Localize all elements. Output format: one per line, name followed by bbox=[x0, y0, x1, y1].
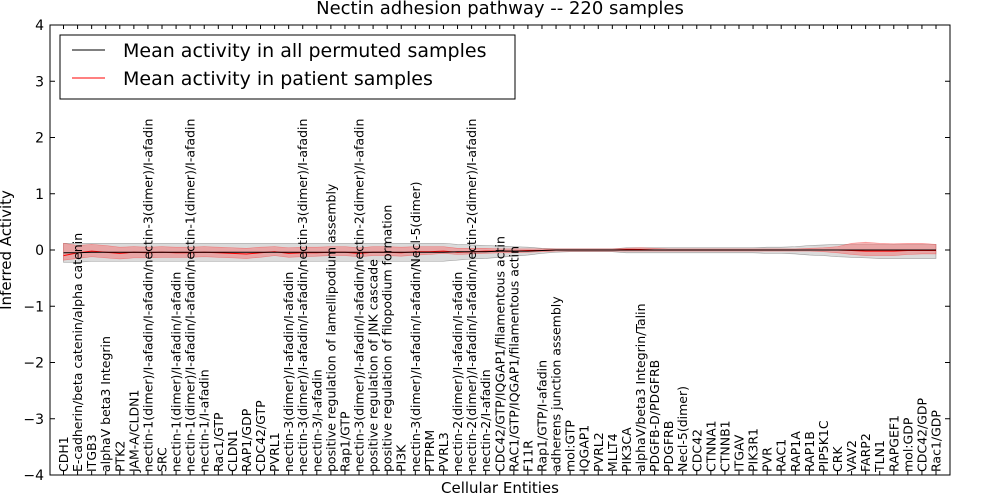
x-tick-label: nectin-3(dimer)/I-afadin/I-afadin/Necl-5… bbox=[408, 181, 423, 472]
chart-title: Nectin adhesion pathway -- 220 samples bbox=[316, 0, 684, 19]
y-tick-label: −3 bbox=[23, 412, 44, 428]
x-tick-label: nectin-1(dimer)/I-afadin/I-afadin/nectin… bbox=[183, 119, 198, 472]
x-tick-label: E-cadherin/beta catenin/alpha catenin bbox=[70, 233, 85, 472]
x-tick-label: PVR bbox=[760, 447, 775, 472]
legend-label-permuted: Mean activity in all permuted samples bbox=[123, 40, 486, 62]
x-tick-label: mol:GDP bbox=[900, 417, 915, 472]
x-tick-label: nectin-2/I-afadin bbox=[478, 369, 493, 472]
x-tick-label: nectin-1(dimer)/I-afadin/I-afadin bbox=[169, 272, 184, 472]
y-tick-label: 2 bbox=[35, 131, 44, 147]
x-tick-label: nectin-2(dimer)/I-afadin/I-afadin bbox=[450, 272, 465, 472]
x-tick-label: ITGAV bbox=[731, 434, 746, 472]
x-tick-label: Rac1/GDP bbox=[929, 410, 944, 472]
x-tick-label: CTNNB1 bbox=[717, 420, 732, 472]
x-tick-label: nectin-1(dimer)/I-afadin/I-afadin/nectin… bbox=[140, 119, 155, 472]
x-tick-label: PVRL2 bbox=[591, 432, 606, 472]
x-tick-label: ITGB3 bbox=[84, 434, 99, 472]
x-tick-label: CDC42 bbox=[689, 429, 704, 472]
x-tick-label: CDH1 bbox=[56, 436, 71, 472]
x-tick-label: positive regulation of filopodium format… bbox=[380, 205, 395, 472]
x-tick-label: VAV2 bbox=[844, 440, 859, 472]
x-tick-label: CDC42/GTP/IQGAP1/filamentous actin bbox=[492, 236, 507, 472]
x-tick-label: nectin-3(dimer)/I-afadin/I-afadin/nectin… bbox=[352, 119, 367, 472]
x-tick-label: TLN1 bbox=[872, 440, 887, 473]
x-tick-label: RAP1A bbox=[788, 431, 803, 472]
y-tick-label: −1 bbox=[23, 299, 44, 315]
x-tick-label: Rap1/GTP/I-afadin bbox=[534, 360, 549, 472]
x-tick-label: CRK bbox=[830, 446, 845, 472]
x-tick-label: RAC1/GTP/IQGAP1/filamentous actin bbox=[506, 246, 521, 472]
x-tick-label: CDC42/GDP bbox=[914, 397, 929, 472]
x-tick-label: PIK3CA bbox=[619, 427, 634, 472]
plot-frame bbox=[49, 24, 951, 476]
y-tick-label: 4 bbox=[35, 18, 44, 34]
x-tick-label: Rap1/GTP bbox=[337, 411, 352, 472]
x-tick-label: nectin-2(dimer)/I-afadin/I-afadin/nectin… bbox=[464, 119, 479, 472]
series-lines bbox=[63, 248, 936, 257]
x-tick-label: positive regulation of lamellipodium ass… bbox=[323, 183, 338, 472]
x-tick-label: mol:GTP bbox=[563, 420, 578, 472]
x-tick-label: PI3K bbox=[394, 444, 409, 472]
x-tick-label: PVRL3 bbox=[436, 432, 451, 472]
x-axis-label: Cellular Entities bbox=[441, 479, 559, 497]
y-tick-label: 1 bbox=[35, 187, 44, 203]
x-tick-label: CTNNA1 bbox=[703, 420, 718, 472]
x-tick-label: PTK2 bbox=[112, 441, 127, 472]
y-tick-label: −4 bbox=[23, 468, 44, 484]
x-tick-label: adherens junction assembly bbox=[549, 296, 564, 472]
legend-frame bbox=[59, 34, 516, 100]
legend-label-patient: Mean activity in patient samples bbox=[123, 68, 433, 90]
series-line-0 bbox=[63, 249, 936, 254]
x-tick-label: alphaV/beta3 Integrin/Talin bbox=[633, 304, 648, 473]
x-tick-label: RAP1B bbox=[802, 431, 817, 472]
x-tick-label: RAPGEF1 bbox=[886, 415, 901, 472]
legend: Mean activity in all permuted samples Me… bbox=[59, 34, 516, 100]
x-tick-label: Rac1/GTP bbox=[211, 412, 226, 472]
x-tick-label: PTPRM bbox=[422, 430, 437, 472]
y-axis: −4 −3 −2 −1 0 1 2 3 4 bbox=[23, 18, 950, 484]
x-tick-label: CDC42/GTP bbox=[253, 400, 268, 472]
x-tick-label: Necl-5(dimer) bbox=[675, 386, 690, 472]
x-tick-label: nectin-3(dimer)/I-afadin/I-afadin bbox=[281, 272, 296, 472]
x-tick-label: positive regulation of JNK cascade bbox=[366, 259, 381, 472]
x-tick-label: PDGFB-D/PDGFRB bbox=[647, 360, 662, 472]
x-tick-label: JAM-A/CLDN1 bbox=[126, 390, 141, 473]
x-tick-label: PVRL1 bbox=[267, 432, 282, 472]
x-tick-label: RAP1/GDP bbox=[239, 408, 254, 472]
x-tick-label: IQGAP1 bbox=[577, 425, 592, 472]
x-tick-label: alphaV beta3 Integrin bbox=[98, 336, 113, 472]
x-tick-label: PIP5K1C bbox=[816, 420, 831, 472]
x-tick-label: CLDN1 bbox=[225, 429, 240, 472]
x-tick-label: F11R bbox=[520, 440, 535, 472]
y-tick-label: 3 bbox=[35, 74, 44, 90]
x-tick-label: MLLT4 bbox=[605, 433, 620, 472]
x-tick-label: nectin-3/I-afadin bbox=[309, 369, 324, 472]
x-tick-label: PDGFRB bbox=[661, 421, 676, 472]
y-tick-label: 0 bbox=[35, 243, 44, 259]
y-tick-label: −2 bbox=[23, 356, 44, 372]
y-axis-label: Inferred Activity bbox=[0, 190, 15, 310]
x-tick-label: FARP2 bbox=[858, 433, 873, 472]
x-tick-label: RAC1 bbox=[774, 439, 789, 472]
x-tick-label: SRC bbox=[155, 447, 170, 472]
x-tick-label: nectin-1/I-afadin bbox=[197, 369, 212, 472]
x-tick-label: nectin-3(dimer)/I-afadin/I-afadin/nectin… bbox=[295, 119, 310, 472]
x-tick-label: PIK3R1 bbox=[746, 428, 761, 472]
